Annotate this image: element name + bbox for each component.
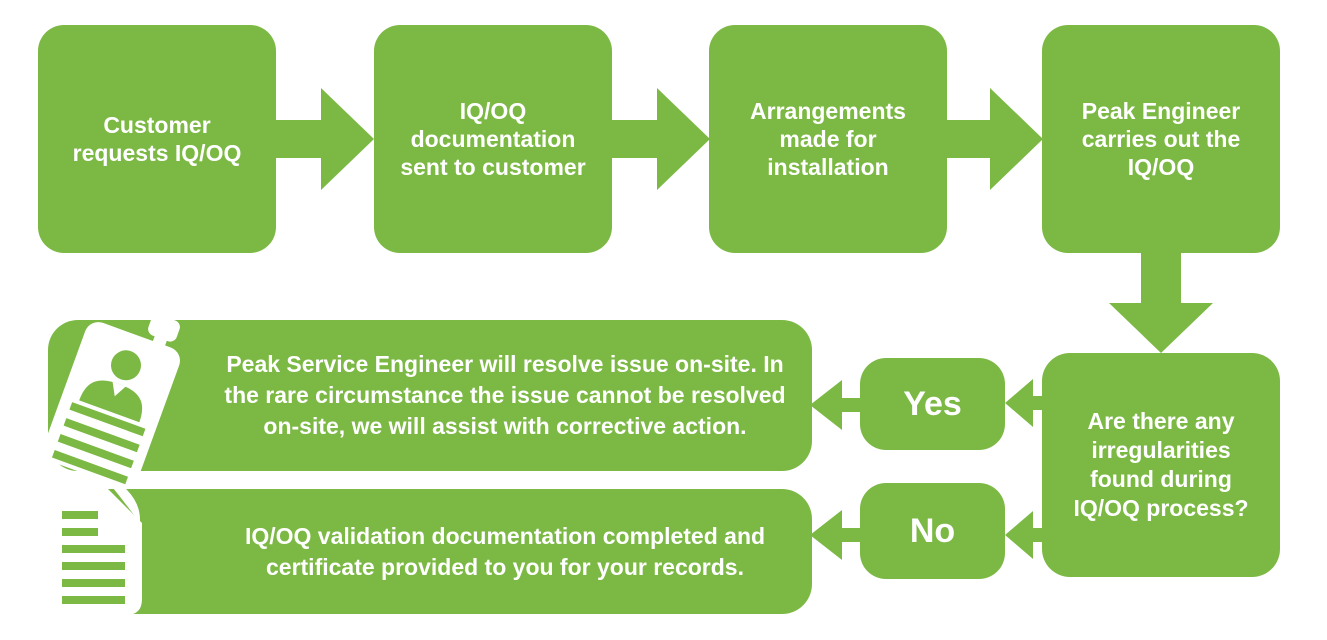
document-icon	[42, 487, 142, 615]
arrow-no-to-outcome-icon	[810, 510, 862, 560]
decision-irregularities: Are there any irregularities found durin…	[1042, 353, 1280, 577]
step-arrangements-made: Arrangements made for installation	[709, 25, 947, 253]
answer-yes: Yes	[860, 358, 1005, 450]
arrow-decision-to-yes-icon	[1005, 379, 1043, 427]
arrow-step2-to-step3-icon	[612, 88, 710, 190]
arrow-step3-to-step4-icon	[945, 88, 1043, 190]
step-customer-requests: Customer requests IQ/OQ	[38, 25, 276, 253]
answer-no: No	[860, 483, 1005, 579]
outcome-resolve-onsite: Peak Service Engineer will resolve issue…	[48, 320, 812, 471]
step-engineer-carries-out: Peak Engineer carries out the IQ/OQ	[1042, 25, 1280, 253]
arrow-yes-to-outcome-icon	[810, 380, 862, 430]
arrow-step4-to-decision-icon	[1109, 253, 1213, 353]
arrow-step1-to-step2-icon	[276, 88, 374, 190]
outcome-validation-docs: IQ/OQ validation documentation completed…	[48, 489, 812, 614]
arrow-decision-to-no-icon	[1005, 511, 1043, 559]
id-badge-icon	[43, 314, 180, 488]
step-documentation-sent: IQ/OQ documentation sent to customer	[374, 25, 612, 253]
